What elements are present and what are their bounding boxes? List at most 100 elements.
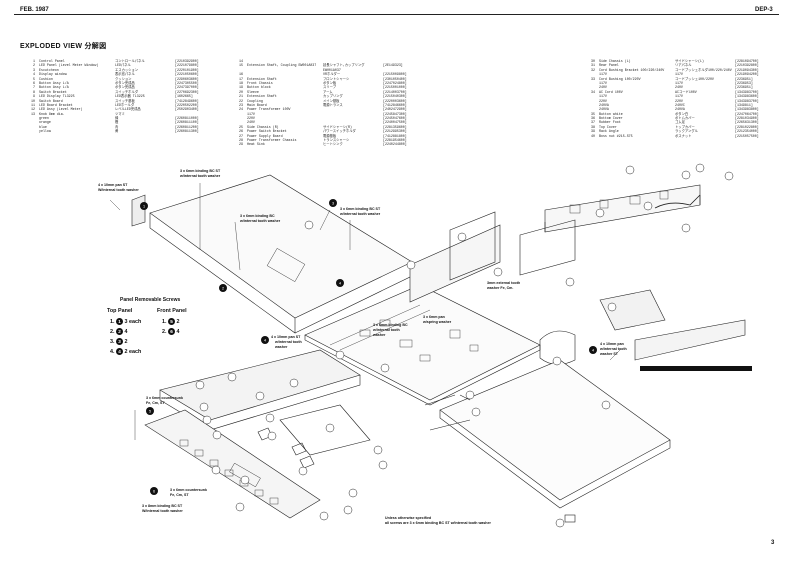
svg-text:4 x 10mm pan: 4 x 10mm pan [600,342,624,346]
part-pn: [2210392900] [175,59,199,63]
part-en: Front Chassis [247,80,273,85]
part-jp: 延長シャフト,カップリング [323,63,365,68]
part-jp: ラックアングル [675,129,698,134]
part-pn: [2220003600] [383,98,407,103]
part-pn: [2219094300] [735,67,759,72]
part-en: Extension Shaft [247,76,277,81]
screws-top-heading: Top Panel [107,308,133,314]
part-jp: エスカッション [115,67,139,72]
part-pn: [2265631300] [735,120,759,125]
part-pn: [7412881800] [383,133,407,138]
svg-text:w/internal tooth: w/internal tooth [372,328,400,332]
svg-text:w/internal tooth washer: w/internal tooth washer [239,219,281,223]
part-jp: ボスナット [675,133,692,138]
screw-bullet: 1 [116,318,123,325]
screw-row-top: 1. 1 3 each [110,318,141,326]
screw-index: 2. [110,328,115,335]
svg-text:6: 6 [153,490,155,494]
part-pn: [2240047500] [383,120,407,125]
part-en: 240V [599,85,607,90]
part-en: Button Assy L/A [39,85,69,90]
screw-bullet: 6 [168,328,175,335]
part-no: 33 [591,76,595,81]
svg-text:w/internal tooth washer: w/internal tooth washer [339,212,381,216]
part-en: Button white [599,111,623,116]
part-en: 117V [599,80,607,85]
part-en: AC Cord 100V [599,89,623,94]
svg-text:w/internal tooth washer: w/internal tooth washer [179,174,221,178]
svg-text:4 x 10mm pan ST: 4 x 10mm pan ST [271,335,301,339]
svg-text:3mm external tooth: 3mm external tooth [487,281,520,285]
svg-text:all screws are 3 x 6mm binding: all screws are 3 x 6mm binding BC ST w/i… [385,521,491,525]
part-no: 8 [33,89,35,94]
part-pn: [2214003700] [383,89,407,94]
part-jp: LEDパネル [115,63,131,68]
screw-count: 4 [176,328,180,335]
part-pn: [1343983600] [735,94,759,99]
part-en: orange [39,120,51,125]
part-no: 12 [31,107,35,112]
part-jp: 117V [675,80,683,85]
part-pn: [2221050600] [175,72,199,77]
svg-text:washer: washer [274,345,288,349]
part-no: 19 [239,85,243,90]
svg-text:W/internal tooth washer: W/internal tooth washer [98,188,139,192]
part-en: 240V [247,120,255,125]
part-jp: LEDホールダ [115,102,135,107]
part-row: 117V 117V[2236953] [585,81,775,85]
part-row: 117V 117V[1343983600] [585,94,775,98]
part-en: Cushion [39,76,53,81]
screw-row-front: 1. 5 2 [162,318,180,326]
svg-text:3 x 6mm pan: 3 x 6mm pan [423,315,445,319]
part-jp: 240V [675,85,683,90]
part-jp: ボタン完成品 [115,80,135,85]
part-jp: ヒートシンク [323,142,343,147]
part-no: 3 [33,67,35,72]
part-pn: [2236951] [735,76,753,81]
part-no: 21 [239,94,243,99]
part-no: 10 [31,98,35,103]
part-en: Power Transformer Chassis [247,138,297,143]
svg-text:2: 2 [222,287,224,291]
part-pn: [2215040300] [383,94,407,99]
part-en: Control Panel [39,59,65,63]
part-jp: 電源トランス [323,102,343,107]
part-en: Power Supply Board [247,133,283,138]
screws-front-heading: Front Panel [157,308,187,314]
power-transformer [539,330,576,365]
part-en: Escutcheon [39,67,59,72]
svg-text:3 x 6mm countersunk: 3 x 6mm countersunk [146,396,183,400]
screw-bullet: 3 [116,338,123,345]
part-no: 15 [239,63,243,68]
part-no: 36 [591,116,595,121]
svg-text:4: 4 [339,282,341,286]
part-jp: 表示窓パネル [115,72,135,77]
part-en: Boss nut #215-S75 [599,133,633,138]
ac-cord [654,194,701,209]
part-jp: アーム [323,89,333,94]
part-pn: [2212995300] [383,129,407,134]
header-date: FEB. 1987 [20,7,49,13]
svg-text:w/internal tooth: w/internal tooth [274,340,302,344]
part-no: 40 [591,133,595,138]
part-pn: [2281094700] [735,59,759,63]
part-en: Sleeve [247,89,259,94]
part-jp: 緑 [115,116,119,121]
part-pn: [2E149323] [383,63,403,68]
part-en: Cord Bushing Bracket 100/220/240V [599,67,665,72]
part-pn: [1343983700] [735,98,759,103]
svg-text:washer Fe, Cm.: washer Fe, Cm. [486,286,513,290]
screw-count: 2 each [124,348,142,355]
part-jp: 240VC [675,102,685,107]
part-no: 22 [239,98,243,103]
part-no: 7 [33,85,35,90]
